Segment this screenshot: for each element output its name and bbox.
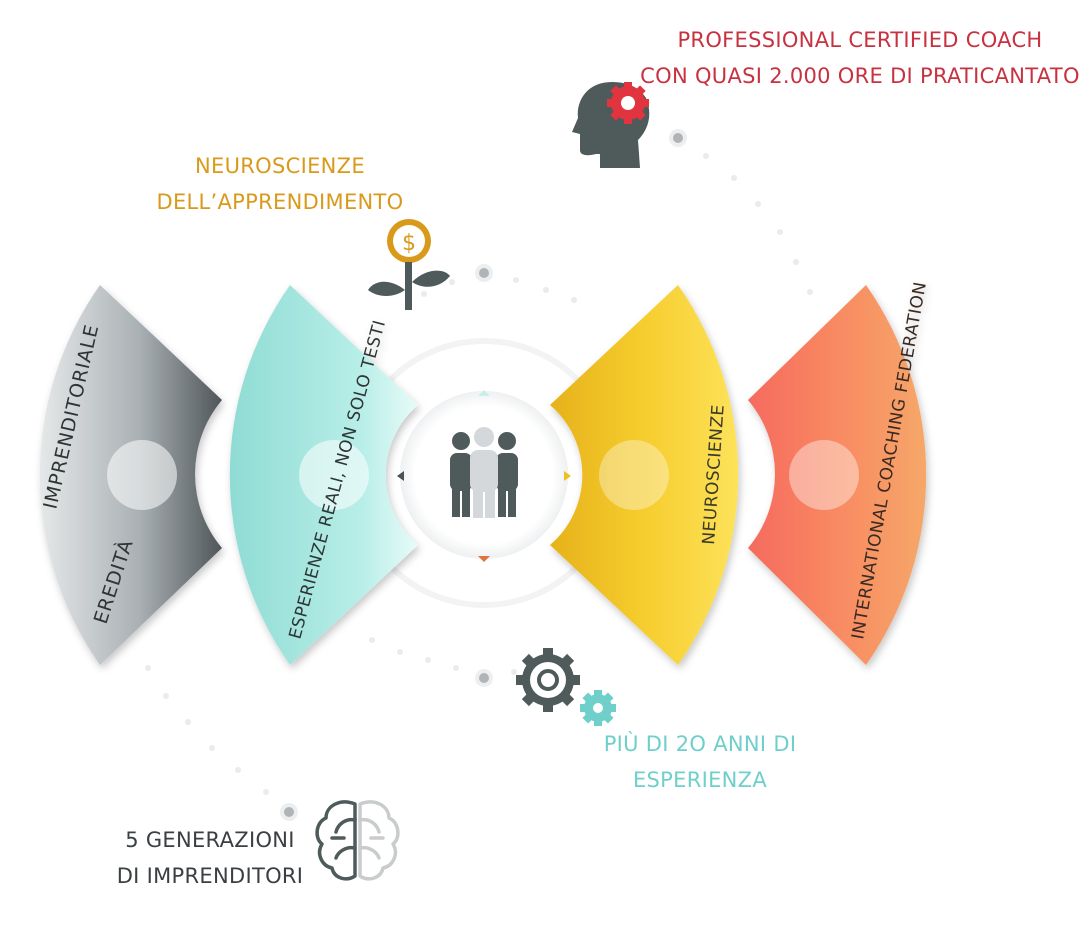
experience-callout-line1: PIÙ DI 2O ANNI DI — [603, 732, 797, 756]
head-gear-icon — [572, 82, 650, 168]
segment-heritage: EREDITÀ IMPRENDITORIALE — [39, 285, 222, 665]
coach-callout: PROFESSIONAL CERTIFIED COACH CON QUASI 2… — [600, 22, 1084, 94]
generations-callout-line2: DI IMPRENDITORI — [116, 864, 304, 888]
experience-callout-line2: ESPERIENZA — [632, 768, 768, 792]
money-plant-icon: $ — [368, 219, 450, 310]
coach-callout-line2: CON QUASI 2.000 ORE DI PRATICANTATO — [640, 64, 1080, 88]
down-arrow-icon — [478, 556, 490, 562]
neuro-learning-connector-dot — [475, 264, 493, 282]
center-hub — [397, 390, 571, 562]
experience-connector-dot — [475, 669, 493, 687]
segment-experience: ESPERIENZE REALI, NON SOLO TESTI — [229, 285, 418, 665]
generations-callout-line1: 5 GENERAZIONI — [125, 828, 295, 852]
dotted-ring — [145, 153, 813, 795]
coach-callout-line1: PROFESSIONAL CERTIFIED COACH — [677, 28, 1043, 52]
segment-neuroscience: NEUROSCIENZE — [550, 285, 739, 665]
segment-experience-disc — [299, 440, 369, 510]
segment-heritage-disc — [107, 440, 177, 510]
segment-icf: INTERNATIONAL COACHING FEDERATION — [748, 280, 931, 665]
team-icon — [450, 427, 518, 518]
neuro-learning-callout-line1: NEUROSCIENZE — [195, 154, 365, 178]
svg-text:$: $ — [402, 231, 416, 256]
gears-icon — [516, 648, 616, 726]
generations-connector-dot — [280, 803, 298, 821]
generations-callout: 5 GENERAZIONI DI IMPRENDITORI — [80, 822, 340, 894]
neuro-learning-callout-line2: DELL’APPRENDIMENTO — [156, 190, 404, 214]
up-arrow-icon — [478, 390, 490, 396]
segment-neuroscience-disc — [599, 440, 669, 510]
neuro-learning-callout: NEUROSCIENZE DELL’APPRENDIMENTO — [120, 148, 440, 220]
right-arrow-icon — [564, 471, 571, 481]
brain-icon — [315, 800, 400, 881]
experience-callout: PIÙ DI 2O ANNI DI ESPERIENZA — [560, 726, 840, 798]
coach-connector-dot — [669, 129, 687, 147]
left-arrow-icon — [397, 471, 404, 481]
segment-icf-disc — [789, 440, 859, 510]
